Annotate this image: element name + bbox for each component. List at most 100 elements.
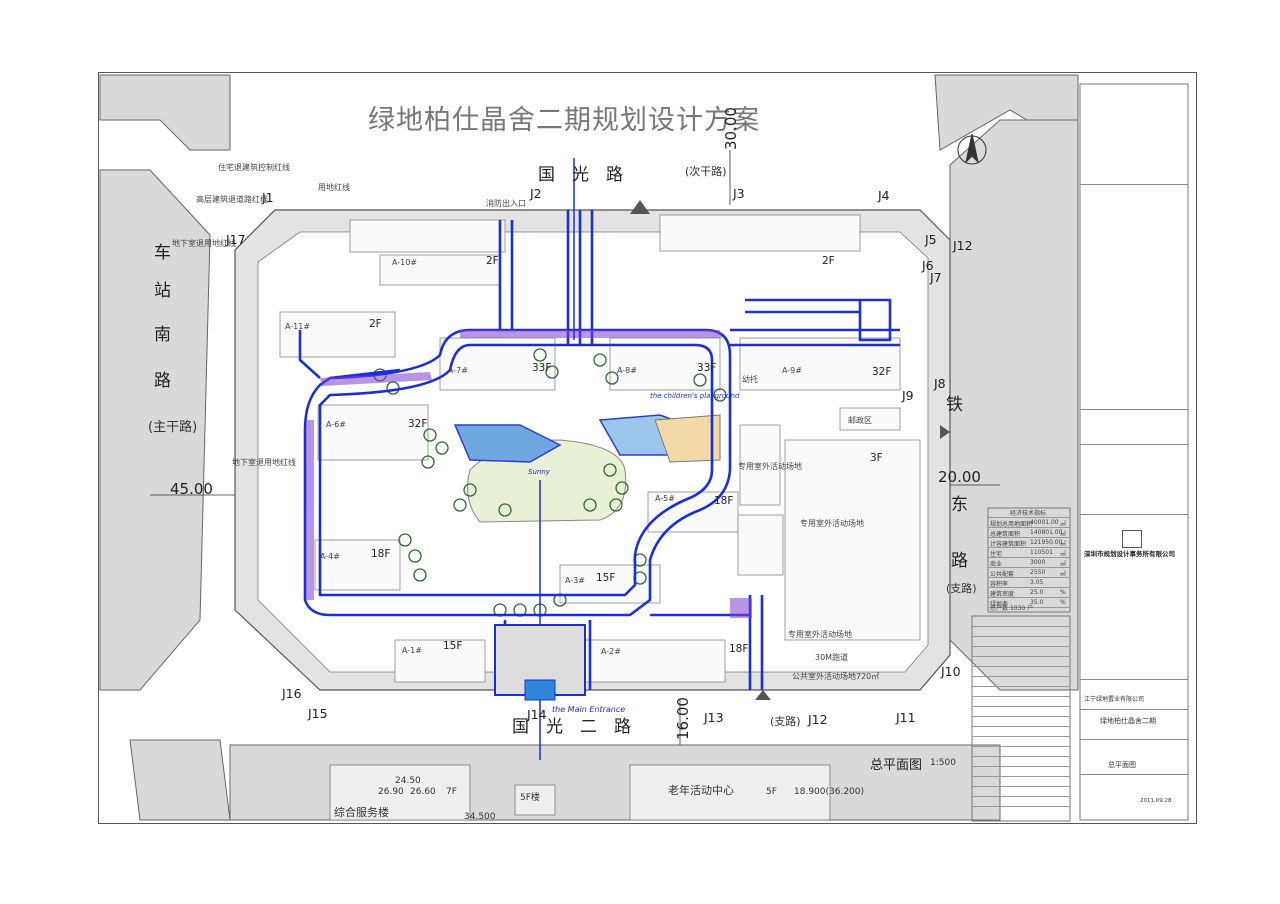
stats-row-8-unit: % — [1060, 599, 1066, 606]
junction-j16: J16 — [282, 686, 302, 701]
label-line-2: 高层建筑退道路红线 — [196, 195, 268, 204]
five-f-building — [514, 784, 556, 816]
bldg-outdoor1 — [739, 424, 781, 506]
stats-row-9-label: 总户数 — [990, 605, 1009, 612]
label-a9: A-9# — [782, 366, 802, 375]
stats-row-9-unit: 户 — [1027, 605, 1034, 612]
dim-top: 30.00 — [722, 107, 740, 150]
right-road-char-2: 东 — [951, 495, 968, 515]
plaza-bottom-left — [129, 739, 231, 821]
label-runway: 30M跑道 — [815, 653, 849, 662]
bottom-strip — [329, 764, 831, 821]
junction-j5: J5 — [925, 232, 937, 247]
label-playground: the children's playground — [650, 392, 740, 400]
drawing-number: 2011.09.28 — [1140, 798, 1172, 804]
top-road-note: (次干路) — [685, 165, 727, 178]
markers — [630, 200, 950, 700]
label-youzheng: 邮政区 — [848, 416, 872, 425]
bldg-a4 — [314, 539, 401, 591]
bldg-youzheng — [839, 407, 901, 431]
floor-33f-b: 33F — [697, 362, 717, 374]
bldg-a10 — [379, 254, 501, 286]
junction-j10: J10 — [941, 664, 961, 679]
north-arrow-icon — [957, 133, 987, 165]
label-line-4: 地下室退用地红线 — [172, 239, 236, 248]
stats-row-0-unit: ㎡ — [1060, 521, 1067, 528]
junction-j8: J8 — [934, 376, 946, 391]
right-road-note: (支路) — [946, 582, 977, 595]
label-outdoor-2: 专用室外活动场地 — [800, 519, 864, 528]
marker-bottom — [755, 690, 771, 700]
stats-row-1-unit: ㎡ — [1060, 531, 1067, 538]
dimension-lines — [150, 150, 1000, 745]
junction-j3: J3 — [733, 186, 745, 201]
label-a1: A-1# — [402, 646, 422, 655]
label-fire-entry: 消防出入口 — [486, 199, 526, 208]
stats-row-2-label: 计容建筑面积 — [990, 541, 1027, 548]
stats-row-4-value: 3000 — [1030, 559, 1046, 566]
bldg-a1 — [394, 639, 486, 683]
title-block-frame — [971, 83, 1189, 822]
service-building — [329, 764, 471, 821]
elevation-3: 26.60 — [410, 787, 436, 797]
tree — [421, 455, 435, 469]
stats-row-5-unit: ㎡ — [1060, 571, 1067, 578]
purple-strip-nw — [320, 372, 432, 386]
stats-row-9-value: 1030 — [1009, 605, 1026, 612]
floor-33f-a: 33F — [532, 362, 552, 374]
left-road-char-3: 南 — [154, 325, 171, 345]
floor-15f-a: 15F — [596, 572, 616, 584]
elevation-6: 5F — [766, 787, 777, 797]
label-outdoor-1: 专用室外活动场地 — [738, 462, 802, 471]
label-youjiyuan: 幼托 — [742, 375, 758, 384]
tree — [423, 428, 437, 442]
drawing-name: 总平面图 — [1108, 761, 1136, 769]
tree — [615, 481, 629, 495]
playground — [654, 414, 721, 463]
stats-row-4-label: 商业 — [990, 561, 1003, 568]
junction-j2: J2 — [530, 186, 542, 201]
detail-table — [972, 616, 1070, 821]
tree — [609, 498, 623, 512]
stats-row-1-label: 总建筑面积 — [990, 531, 1021, 538]
label-a10: A-10# — [392, 258, 418, 267]
bldg-court — [737, 514, 784, 576]
stats-block — [987, 507, 1071, 613]
building-outlines — [279, 214, 921, 683]
label-a4: A-4# — [320, 552, 340, 561]
garden-water — [453, 424, 562, 463]
tree — [693, 373, 707, 387]
service-building-label: 综合服务楼 — [334, 806, 389, 819]
elevation-1: 24.50 — [395, 776, 421, 786]
label-a2: A-2# — [601, 647, 621, 656]
purple-strip-west — [306, 420, 314, 600]
right-road-char-1: 铁 — [946, 395, 963, 415]
junction-j13: J13 — [704, 710, 724, 725]
fire-road-north-center — [566, 210, 594, 345]
company-logo — [1122, 530, 1142, 548]
label-line-1: 住宅退建筑控制红线 — [218, 163, 290, 172]
stats-row-8-value: 35.0 — [1030, 599, 1044, 606]
fire-roads — [298, 210, 900, 690]
elevation-4: 7F — [446, 787, 457, 797]
label-outdoor-3: 专用室外活动场地 — [788, 630, 852, 639]
stats-row-3-unit: ㎡ — [1060, 551, 1067, 558]
label-line-3: 用地红线 — [318, 183, 350, 192]
floor-2f-c: 2F — [369, 318, 382, 330]
entrance-water — [524, 679, 556, 701]
stats-row-3-label: 住宅 — [990, 551, 1003, 558]
label-garden: Sunny — [528, 468, 550, 476]
fire-road-north-left — [498, 220, 514, 330]
tree — [603, 463, 617, 477]
junction-j6: J6 — [922, 258, 934, 273]
main-entrance — [494, 624, 586, 701]
junction-j14: J14 — [527, 707, 547, 722]
left-road-char-1: 车 — [154, 243, 171, 263]
project-name: 绿地柏仕晶舍二期 — [1100, 717, 1156, 725]
floor-32f-b: 32F — [872, 366, 892, 378]
left-road-note: (主干路) — [148, 420, 198, 435]
stats-row-1-value: 140801.00 — [1030, 529, 1063, 536]
fire-road-east-stub — [858, 298, 892, 342]
paving-top-left — [99, 74, 231, 151]
dim-bottom: 16.00 — [674, 697, 692, 740]
